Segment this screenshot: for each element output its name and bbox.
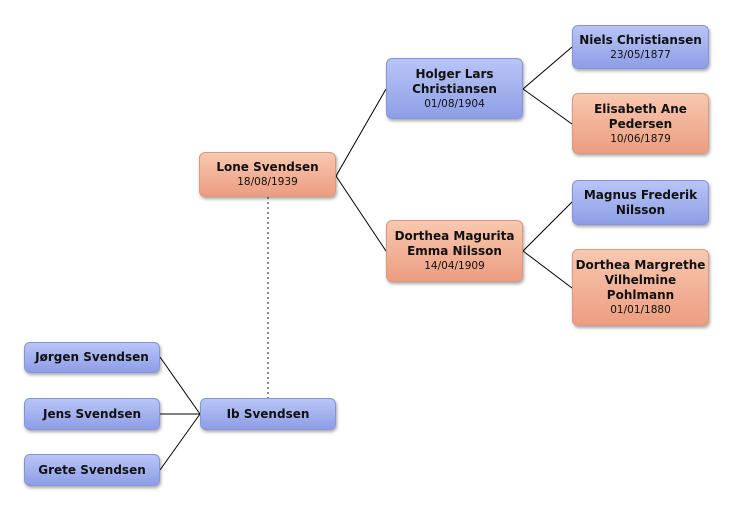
- person-birthdate: 10/06/1879: [610, 132, 671, 145]
- person-name: Elisabeth Ane Pedersen: [594, 101, 687, 131]
- person-name: Lone Svendsen: [216, 160, 319, 174]
- person-birthdate: 23/05/1877: [610, 48, 671, 61]
- person-node-grete-svendsen[interactable]: Grete Svendsen: [24, 454, 160, 486]
- person-name: Jens Svendsen: [42, 406, 142, 421]
- person-node-magnus-nilsson[interactable]: Magnus Frederik Nilsson: [572, 180, 709, 225]
- person-node-niels-christiansen[interactable]: Niels Christiansen 23/05/1877: [572, 25, 709, 69]
- person-node-jens-svendsen[interactable]: Jens Svendsen: [24, 398, 160, 430]
- person-birthdate: 18/08/1939: [237, 176, 298, 188]
- connector-child-grete: [159, 413, 201, 471]
- person-node-lone-svendsen[interactable]: Lone Svendsen 18/08/1939: [199, 152, 336, 197]
- person-node-holger-christiansen[interactable]: Holger Lars Christiansen 01/08/1904: [386, 58, 523, 119]
- connector-child-jorgen: [159, 356, 201, 415]
- person-name: Dorthea Margrethe Vilhelmine Pohlmann: [575, 258, 706, 302]
- person-name: Holger Lars Christiansen: [412, 66, 497, 96]
- person-name: Dorthea Magurita Emma Nilsson: [394, 229, 515, 258]
- connector-mother-to-parents: [522, 201, 573, 289]
- person-node-dorthea-pohlmann[interactable]: Dorthea Margrethe Vilhelmine Pohlmann 01…: [572, 249, 709, 326]
- person-node-dorthea-nilsson[interactable]: Dorthea Magurita Emma Nilsson 14/04/1909: [386, 220, 523, 282]
- connector-root-to-parents: [335, 88, 387, 252]
- person-name: Jørgen Svendsen: [35, 350, 149, 364]
- person-name: Grete Svendsen: [38, 462, 146, 477]
- person-node-elisabeth-pedersen[interactable]: Elisabeth Ane Pedersen 10/06/1879: [572, 93, 709, 154]
- person-node-ib-svendsen[interactable]: Ib Svendsen: [200, 398, 336, 430]
- connector-father-to-parents: [522, 46, 573, 125]
- person-name: Niels Christiansen: [579, 32, 702, 47]
- person-name: Magnus Frederik Nilsson: [583, 187, 698, 217]
- person-name: Ib Svendsen: [226, 406, 310, 421]
- person-birthdate: 14/04/1909: [424, 260, 485, 272]
- person-birthdate: 01/01/1880: [610, 304, 671, 316]
- person-node-jorgen-svendsen[interactable]: Jørgen Svendsen: [24, 342, 160, 373]
- person-birthdate: 01/08/1904: [424, 97, 485, 110]
